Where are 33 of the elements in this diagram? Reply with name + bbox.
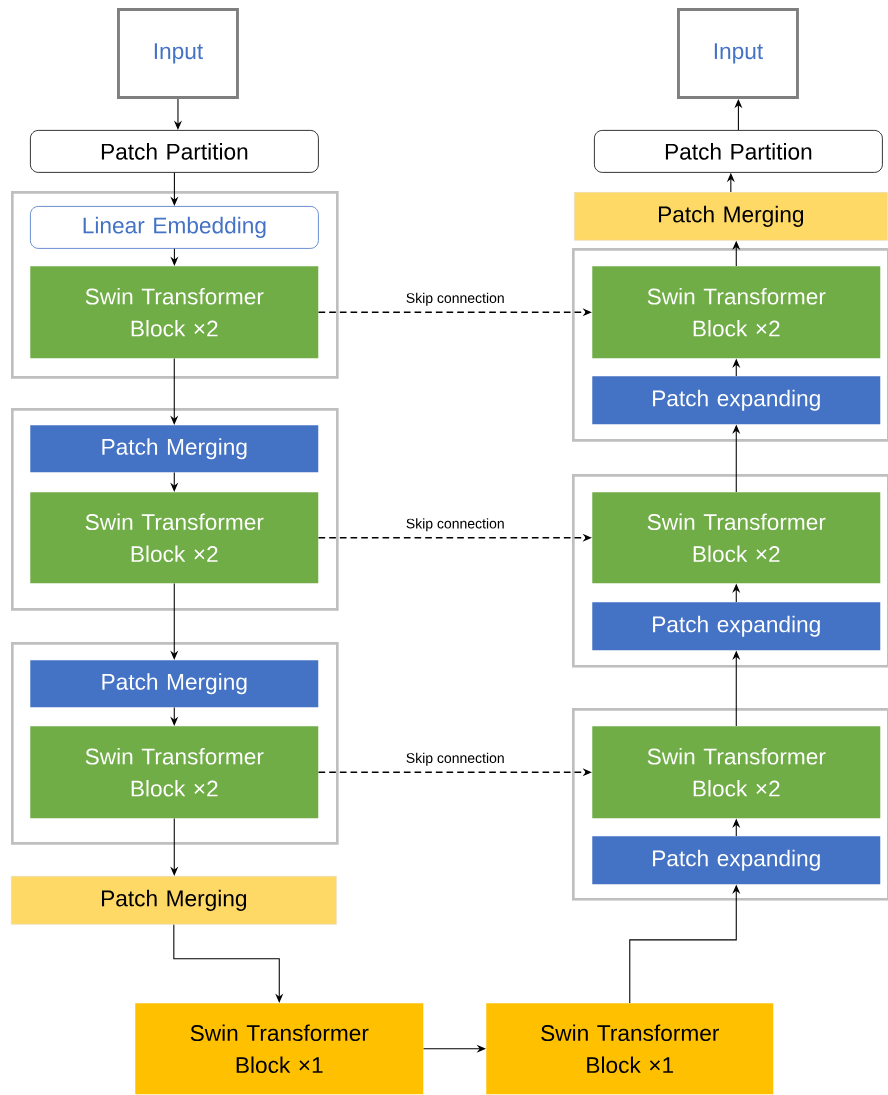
block-box: Swin Transformer Block ×2 <box>592 266 881 359</box>
arrow <box>170 583 179 660</box>
block-box: Swin Transformer Block ×2 <box>30 266 319 359</box>
process-box: Patch Partition <box>594 130 883 173</box>
group-frame <box>11 408 339 611</box>
process-box: Patch Merging <box>574 192 888 241</box>
arrow <box>170 818 179 876</box>
process-box: Patch Merging <box>30 660 319 708</box>
group-frame <box>11 642 339 845</box>
process-box: Patch Merging <box>30 425 319 473</box>
arrow <box>423 1044 486 1053</box>
arrow <box>170 472 179 492</box>
block-box: Swin Transformer Block ×2 <box>592 726 881 819</box>
process-box: Patch expanding <box>592 836 881 885</box>
block-box: Swin Transformer Block ×2 <box>592 492 881 584</box>
process-box: Patch Merging <box>11 876 337 925</box>
block-box: Swin Transformer Block ×1 <box>486 1003 774 1095</box>
process-box: Patch Partition <box>30 130 319 173</box>
edge-label: Skip connection <box>404 516 506 533</box>
process-box: Patch expanding <box>592 602 881 651</box>
block-box: Swin Transformer Block ×2 <box>30 492 319 584</box>
elbow-arrow <box>173 924 284 1003</box>
input-box: Input <box>117 8 239 99</box>
block-box: Swin Transformer Block ×2 <box>30 726 319 819</box>
edge-label: Skip connection <box>404 751 506 768</box>
arrow <box>170 707 179 726</box>
group-frame <box>11 191 339 379</box>
process-box: Patch expanding <box>592 376 881 425</box>
edge-label: Skip connection <box>404 291 506 308</box>
block-box: Swin Transformer Block ×1 <box>135 1003 424 1095</box>
input-box: Input <box>677 8 799 99</box>
process-box: Linear Embedding <box>30 206 319 249</box>
arrow <box>170 358 179 425</box>
